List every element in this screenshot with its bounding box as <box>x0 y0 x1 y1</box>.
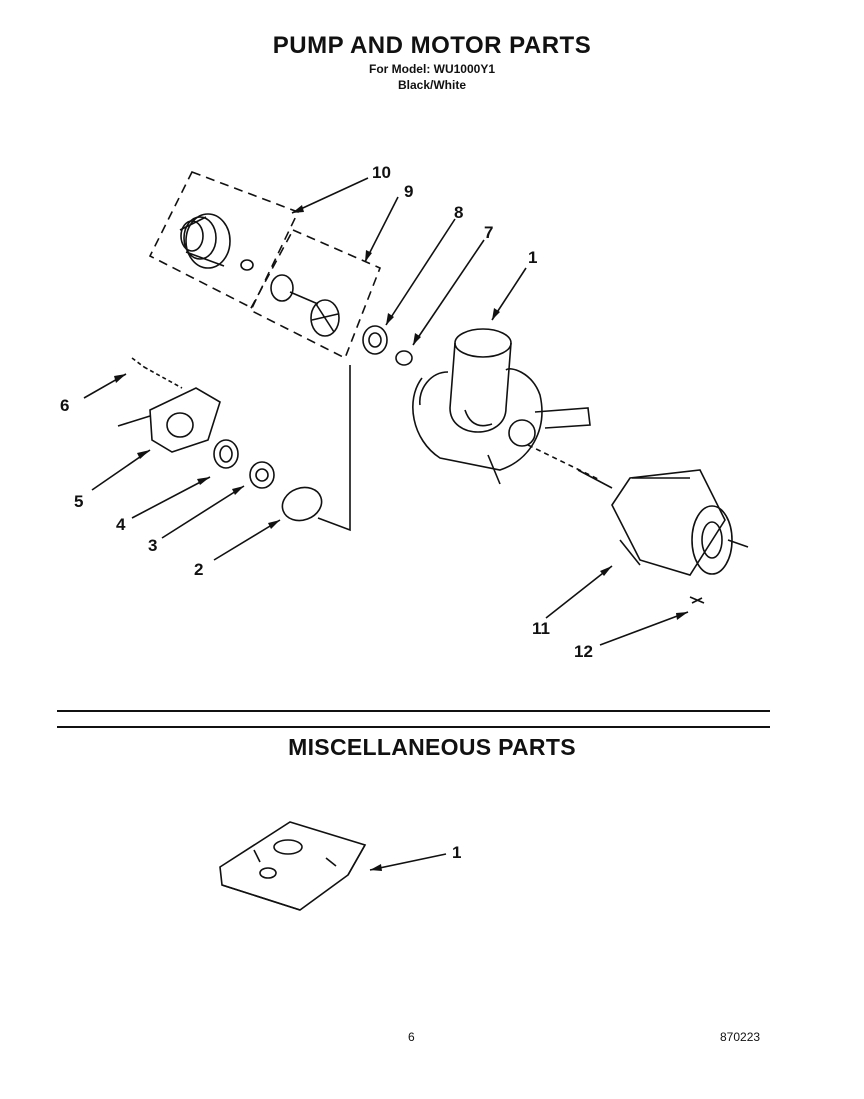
guide-line <box>317 365 351 532</box>
callout-1: 1 <box>528 248 537 267</box>
section-divider-top <box>57 710 770 712</box>
callout-2: 2 <box>194 560 203 579</box>
impeller <box>270 274 340 337</box>
parts-bag <box>219 821 367 911</box>
callout-11: 11 <box>532 619 550 638</box>
leader-lines <box>83 177 689 871</box>
part-4-inner <box>219 445 233 463</box>
page-number: 6 <box>408 1030 415 1044</box>
callout-6: 6 <box>60 396 69 415</box>
callout-12: 12 <box>574 642 593 661</box>
part-2 <box>281 486 323 522</box>
callout-9: 9 <box>404 182 413 201</box>
part-3-inner <box>255 468 269 482</box>
shaft-line <box>527 444 601 481</box>
part-7 <box>395 350 413 366</box>
pump-cover <box>117 387 221 453</box>
callout-3: 3 <box>148 536 157 555</box>
model-label: For Model: WU1000Y1 <box>368 62 496 76</box>
callout-8: 8 <box>454 203 463 222</box>
page-title: PUMP AND MOTOR PARTS <box>272 32 592 59</box>
screw-6 <box>131 357 183 389</box>
group-box-9 <box>248 228 382 360</box>
seal-assembly <box>179 213 254 271</box>
callout-10: 10 <box>372 163 391 182</box>
callout-7: 7 <box>484 223 493 242</box>
part-8 <box>362 325 388 355</box>
callout-4: 4 <box>116 515 126 534</box>
part-4 <box>213 439 239 469</box>
misc-callout-1: 1 <box>452 843 461 862</box>
pump-housing <box>412 328 591 485</box>
group-box-10 <box>148 170 300 310</box>
document-code: 870223 <box>720 1030 761 1044</box>
screw-12 <box>689 596 705 604</box>
motor <box>577 469 749 576</box>
section-divider-bottom <box>57 726 770 728</box>
part-3 <box>249 461 275 489</box>
callout-5: 5 <box>74 492 83 511</box>
color-label: Black/White <box>397 78 466 92</box>
misc-section-title: MISCELLANEOUS PARTS <box>288 734 576 760</box>
part-8-inner <box>368 332 382 348</box>
